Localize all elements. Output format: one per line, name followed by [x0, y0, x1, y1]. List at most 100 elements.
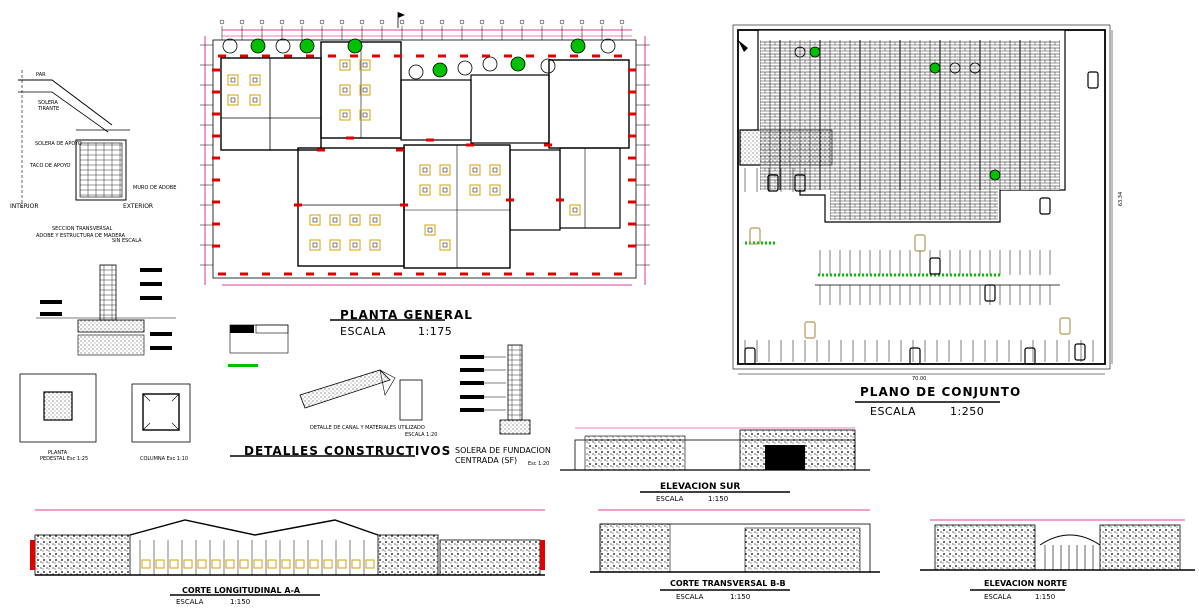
seccion-label-3: SIN ESCALA: [112, 238, 142, 244]
wall-column: [416, 54, 424, 58]
tree-icon: [969, 62, 981, 74]
canal-scale: ESCALA 1:20: [405, 432, 438, 438]
table: [309, 239, 321, 251]
elevacion-norte-title: ELEVACION NORTE: [984, 579, 1068, 588]
table: [424, 224, 436, 236]
tree-icon: [929, 62, 941, 74]
seccion-adobe-detail: [18, 70, 130, 210]
wall-column: [212, 222, 220, 226]
wall-column: [317, 148, 325, 152]
elevacion-sur-title: ELEVACION SUR: [660, 482, 741, 492]
wall-column: [628, 244, 636, 248]
wall-column: [628, 222, 636, 226]
table: [439, 164, 451, 176]
table: [469, 184, 481, 196]
corte-transversal-scale-value: 1:150: [730, 593, 751, 601]
seccion-top: PAR: [36, 72, 46, 78]
wall-column: [240, 54, 248, 58]
wall-column: [400, 203, 408, 207]
table: [339, 109, 351, 121]
plano-conjunto-site-plan: [732, 24, 1113, 375]
wall-column: [614, 54, 622, 58]
tree-icon: [432, 62, 448, 78]
table: [365, 559, 375, 569]
seccion-label-2: ADOBE Y ESTRUCTURA DE MADERA: [36, 233, 126, 239]
elevacion-sur: [560, 427, 870, 471]
wall-column: [466, 143, 474, 147]
table: [227, 94, 239, 106]
wall-column: [628, 112, 636, 116]
planta-general-scale-value: 1:175: [418, 325, 453, 338]
solera-title-2: CENTRADA (SF): [455, 456, 518, 465]
wall-column: [570, 272, 578, 276]
table: [239, 559, 249, 569]
wall-column: [262, 272, 270, 276]
car-icon: [767, 174, 779, 192]
wall-column: [426, 138, 434, 142]
wall-column: [218, 54, 226, 58]
wall-column: [284, 54, 292, 58]
wall-column: [504, 54, 512, 58]
tree-icon: [570, 38, 586, 54]
wall-column: [614, 272, 622, 276]
table: [225, 559, 235, 569]
tree-icon: [949, 62, 961, 74]
table: [249, 74, 261, 86]
wall-column: [212, 244, 220, 248]
car-icon: [749, 227, 761, 245]
corte-longitudinal-scale-value: 1:150: [230, 598, 251, 606]
tree-icon: [408, 64, 424, 80]
wall-column: [218, 272, 226, 276]
elevacion-sur-scale-label: ESCALA: [656, 495, 684, 503]
planta-general-plan: [200, 12, 650, 286]
tree-icon: [540, 58, 556, 74]
wall-column: [544, 143, 552, 147]
table: [329, 214, 341, 226]
wall-column: [482, 272, 490, 276]
wall-column: [506, 198, 514, 202]
tree-icon: [250, 38, 266, 54]
wall-column: [262, 54, 270, 58]
wall-column: [212, 134, 220, 138]
tree-icon: [222, 38, 238, 54]
wall-column: [628, 90, 636, 94]
table: [359, 109, 371, 121]
tree-icon: [347, 38, 363, 54]
plano-conjunto-scale-label: ESCALA: [870, 405, 917, 418]
seccion-exterior: EXTERIOR: [123, 203, 154, 210]
elevacion-norte-scale-label: ESCALA: [984, 593, 1012, 601]
wall-column: [350, 54, 358, 58]
plano-conjunto-title: PLANO DE CONJUNTO: [860, 385, 1022, 399]
wall-column: [294, 203, 302, 207]
table: [489, 164, 501, 176]
wall-column: [592, 272, 600, 276]
elevacion-sur-scale-value: 1:150: [708, 495, 729, 503]
wall-column: [556, 198, 564, 202]
detalles-title: DETALLES CONSTRUCTIVOS: [244, 444, 452, 458]
tree-icon: [510, 56, 526, 72]
table: [329, 239, 341, 251]
table: [359, 59, 371, 71]
table: [369, 214, 381, 226]
wall-column: [306, 272, 314, 276]
tree-icon: [989, 169, 1001, 181]
elevacion-norte: [920, 519, 1195, 571]
car-icon: [1059, 317, 1071, 335]
table: [267, 559, 277, 569]
table: [351, 559, 361, 569]
tree-icon: [482, 56, 498, 72]
corte-longitudinal-scale-label: ESCALA: [176, 598, 204, 606]
table: [249, 94, 261, 106]
plano-conjunto-scale-value: 1:250: [950, 405, 985, 418]
table: [323, 559, 333, 569]
table: [349, 239, 361, 251]
seccion-note-4: SOLERA: [38, 100, 58, 106]
wall-column: [628, 178, 636, 182]
canal-note: DETALLE DE CANAL Y MATERIALES UTILIZADO: [310, 425, 425, 431]
table: [489, 184, 501, 196]
seccion-note-3: MURO DE ADOBE: [133, 185, 177, 191]
pedestal-label-1: PLANTA: [48, 450, 68, 456]
seccion-note-2: TACO DE APOYO: [30, 163, 71, 169]
wall-column: [306, 54, 314, 58]
